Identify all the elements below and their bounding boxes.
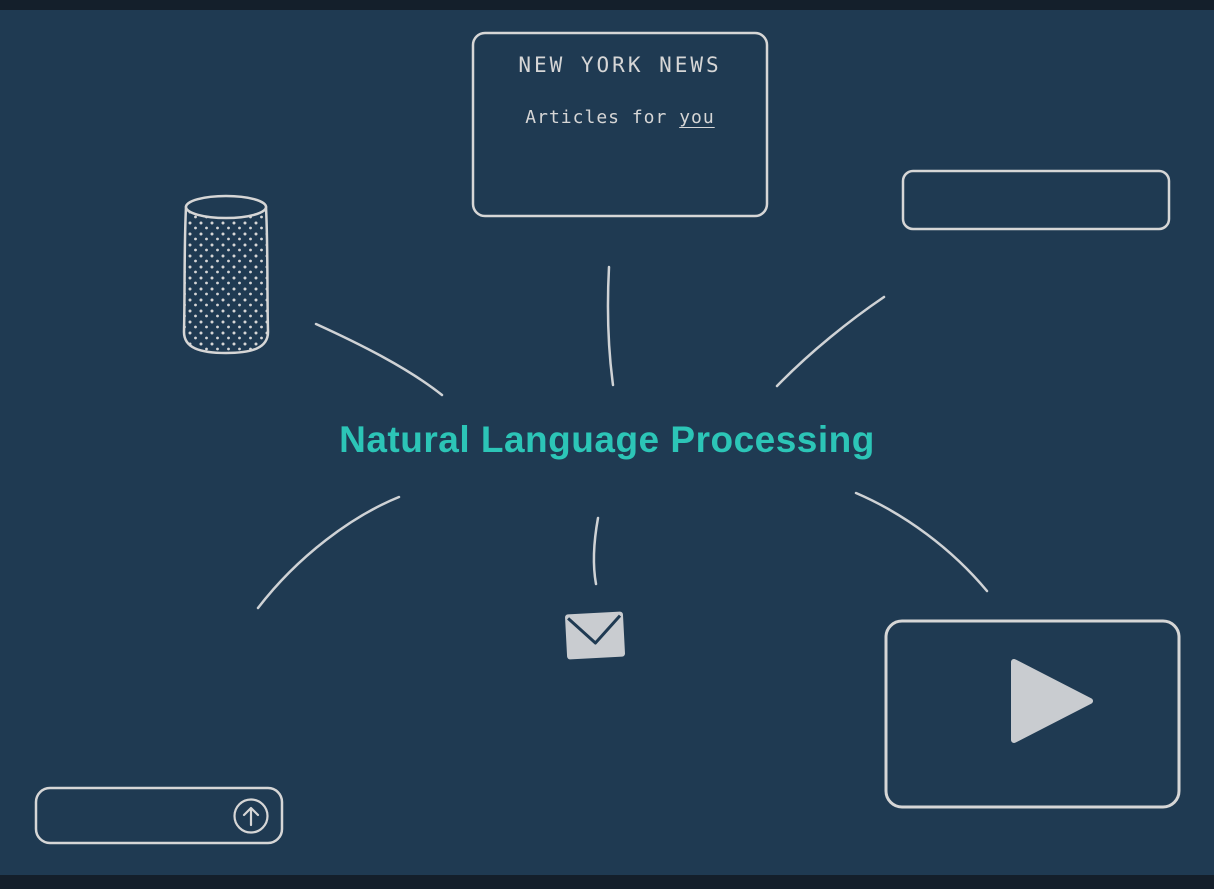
chat-input-outline xyxy=(34,786,284,845)
video-frame xyxy=(884,619,1181,809)
news-card-subtitle-prefix: Articles for xyxy=(525,107,680,128)
video-player xyxy=(884,619,1181,809)
smart-speaker-icon xyxy=(182,194,270,355)
envelope-body xyxy=(565,611,626,660)
connector-bottom xyxy=(592,516,600,586)
news-card-heading: NEW YORK NEWS xyxy=(518,53,722,77)
text-field xyxy=(901,169,1171,231)
connector-upper-left xyxy=(314,322,444,397)
connector-top xyxy=(606,265,615,387)
news-card-subtitle-emphasis: you xyxy=(679,107,715,128)
news-card xyxy=(471,31,769,218)
connector-lower-left xyxy=(256,495,401,610)
page-title: Natural Language Processing xyxy=(339,419,875,460)
envelope-flap xyxy=(567,614,622,645)
envelope-icon xyxy=(565,611,626,660)
connector-lower-right xyxy=(854,491,989,593)
news-card-subtitle: Articles for you xyxy=(473,107,767,128)
play-icon xyxy=(1011,659,1093,743)
letterbox-bottom xyxy=(0,875,1214,889)
chat-input-field xyxy=(34,786,284,845)
speaker-top xyxy=(184,194,268,220)
connector-upper-right xyxy=(775,295,886,388)
send-arrow-icon xyxy=(233,798,269,834)
connector-lines xyxy=(256,265,989,610)
speaker-body xyxy=(182,205,270,355)
letterbox-top xyxy=(0,0,1214,10)
